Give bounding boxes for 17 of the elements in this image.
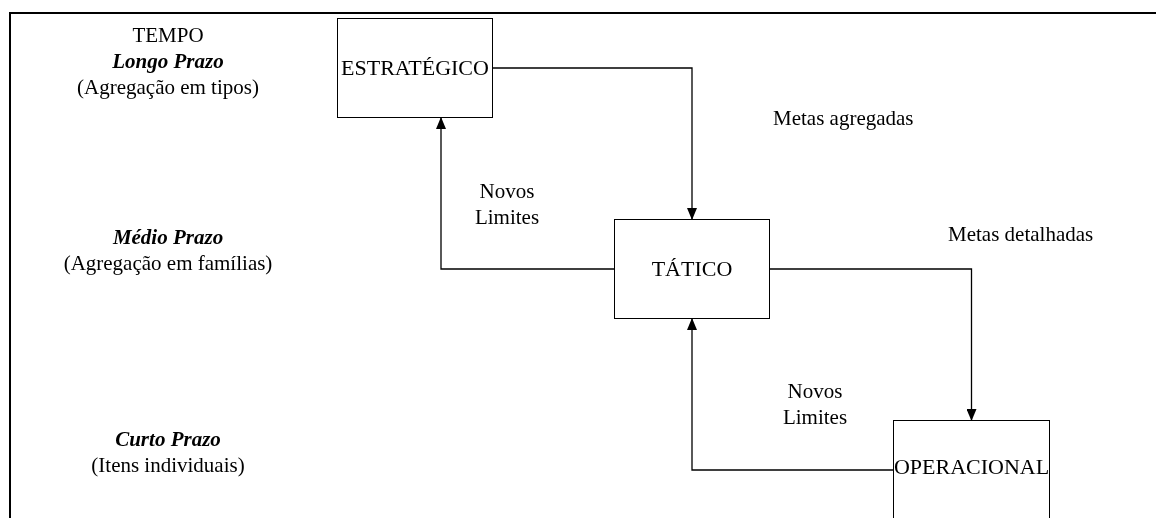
period-note: (Agregação em tipos) bbox=[77, 74, 259, 100]
period-heading: Curto Prazo bbox=[115, 426, 221, 452]
arrow bbox=[492, 67, 697, 220]
period-heading: Longo Prazo bbox=[112, 48, 224, 74]
period-note: (Agregação em famílias) bbox=[63, 250, 273, 276]
arrow bbox=[436, 117, 615, 270]
arrow bbox=[687, 318, 894, 471]
box-label: ESTRATÉGICO bbox=[341, 55, 489, 81]
process-box bbox=[893, 420, 1050, 518]
process-box bbox=[337, 18, 493, 118]
period-note: (Itens individuais) bbox=[91, 452, 245, 478]
process-box bbox=[614, 219, 770, 319]
box-label: OPERACIONAL bbox=[893, 454, 1050, 480]
period-heading: Médio Prazo bbox=[112, 224, 224, 250]
arrow bbox=[769, 268, 977, 421]
period-note: TEMPO bbox=[132, 22, 204, 48]
box-label: TÁTICO bbox=[651, 256, 733, 282]
